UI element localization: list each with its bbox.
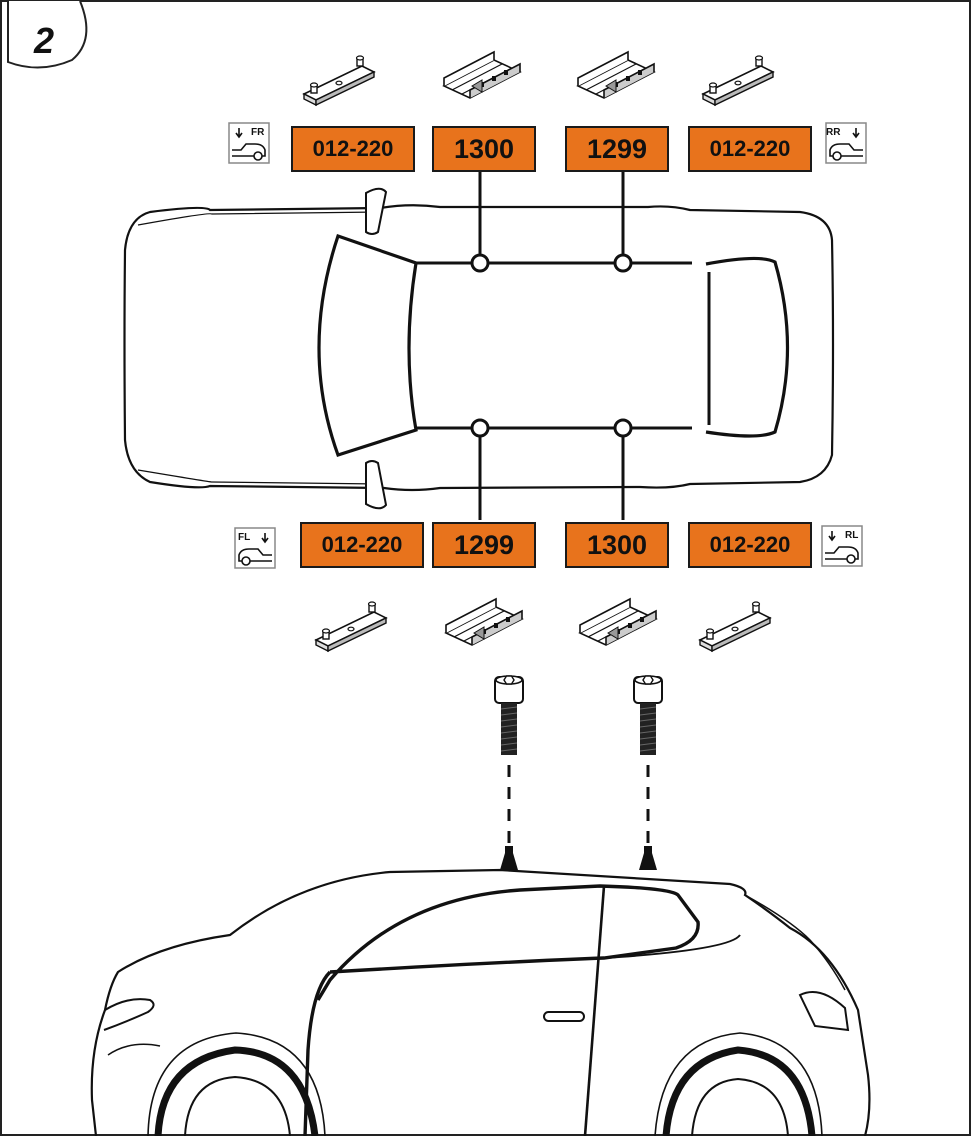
mount-point — [613, 418, 633, 438]
part-tag-top-rear-bracket: 1299 — [565, 126, 669, 172]
u-bracket-icon — [443, 51, 521, 99]
roof-mount-point-icon — [500, 846, 657, 870]
car-side-view — [90, 868, 871, 1136]
rr-label: RR — [826, 127, 841, 138]
u-bracket-icon — [577, 51, 655, 99]
car-top-view — [123, 187, 835, 510]
step-badge — [7, 0, 88, 69]
part-tag-fl: 012-220 — [300, 522, 424, 568]
connector-lines — [470, 172, 633, 520]
part-tag-top-front-bracket: 1300 — [432, 126, 536, 172]
car-position-icon-rl: RL — [821, 525, 863, 567]
part-tag-rr: 012-220 — [688, 126, 812, 172]
u-bracket-icon — [445, 598, 523, 646]
part-tag-bottom-rear-bracket: 1300 — [565, 522, 669, 568]
bolt-icon — [494, 675, 524, 756]
flat-foot-pad-icon — [699, 601, 771, 652]
step-number: 2 — [34, 20, 55, 61]
mount-point — [613, 253, 633, 273]
u-bracket-icon — [579, 598, 657, 646]
fl-label: FL — [238, 532, 250, 543]
flat-foot-pad-icon — [303, 55, 375, 106]
bolt-icon — [633, 675, 663, 756]
mount-point — [470, 253, 490, 273]
part-tag-fr: 012-220 — [291, 126, 415, 172]
flat-foot-pad-icon — [702, 55, 774, 106]
car-position-icon-fr: FR — [228, 122, 270, 164]
part-tag-rl: 012-220 — [688, 522, 812, 568]
svg-text:RL: RL — [845, 530, 858, 541]
flat-foot-pad-icon — [315, 601, 387, 652]
svg-text:FR: FR — [251, 127, 265, 138]
bolt-guide-lines — [507, 765, 650, 848]
mount-point — [470, 418, 490, 438]
part-tag-bottom-front-bracket: 1299 — [432, 522, 536, 568]
